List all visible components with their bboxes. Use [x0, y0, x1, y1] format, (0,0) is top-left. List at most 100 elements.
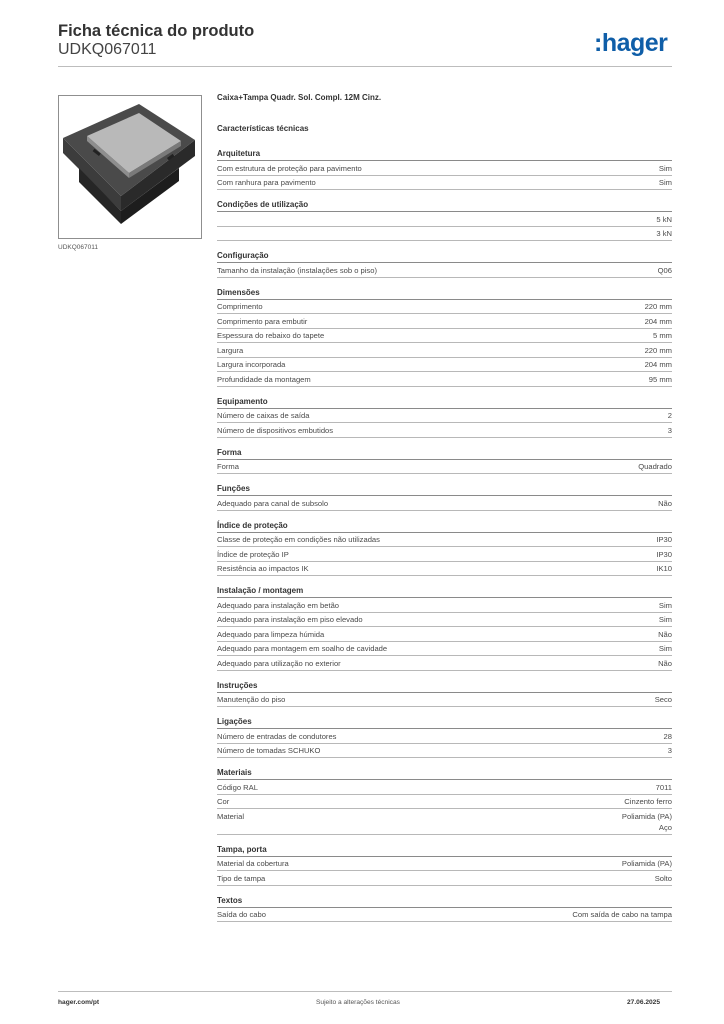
spec-label: Adequado para canal de subsolo	[217, 498, 329, 508]
spec-value: Com saída de cabo na tampa	[572, 910, 672, 919]
spec-label: Manutenção do piso	[217, 695, 286, 704]
section-title: Instalação / montagem	[217, 585, 672, 598]
spec-value: 7011	[655, 782, 672, 792]
spec-row: Com ranhura para pavimento Sim	[217, 176, 672, 190]
spec-value: Não	[658, 498, 672, 508]
footer-divider	[58, 991, 672, 992]
spec-row: Adequado para montagem em soalho de cavi…	[217, 642, 672, 656]
spec-value: Sim	[658, 178, 672, 187]
spec-label: Largura incorporada	[217, 360, 286, 369]
spec-label: Adequado para instalação em piso elevado	[217, 615, 363, 624]
spec-value: Sim	[658, 163, 672, 173]
spec-row: Material da cobertura Poliamida (PA)	[217, 857, 672, 871]
spec-value: Seco	[654, 695, 672, 704]
spec-row: Adequado para instalação em betão Sim	[217, 598, 672, 613]
spec-row: Adequado para limpeza húmida Não	[217, 627, 672, 642]
spec-label: Material	[217, 811, 245, 821]
spec-label: Com ranhura para pavimento	[217, 178, 316, 187]
spec-value: IK10	[656, 564, 672, 573]
section-title: Materiais	[217, 767, 672, 780]
spec-value: 2	[667, 411, 672, 420]
spec-label: Comprimento para embutir	[217, 316, 308, 326]
spec-label: Largura	[217, 345, 244, 355]
spec-value: Sim	[658, 600, 672, 610]
section-title: Dimensões	[217, 287, 672, 300]
spec-label: Cor	[217, 797, 230, 806]
spec-row: 5 kN	[217, 212, 672, 227]
spec-row: Adequado para canal de subsolo Não	[217, 496, 672, 511]
spec-value: Não	[658, 629, 672, 639]
floor-box-product-photo-icon	[63, 104, 195, 224]
spec-value: Poliamida (PA) Aço	[621, 811, 672, 832]
spec-label: Índice de proteção IP	[217, 549, 289, 559]
spec-value: IP30	[656, 535, 672, 544]
spec-row: Com estrutura de proteção para pavimento…	[217, 161, 672, 176]
spec-row: Adequado para instalação em piso elevado…	[217, 613, 672, 627]
spec-value: Q06	[657, 265, 672, 275]
spec-value: 220 mm	[644, 345, 672, 355]
section-title: Equipamento	[217, 396, 672, 409]
specs-content: Caixa+Tampa Quadr. Sol. Compl. 12M Cinz.…	[217, 92, 672, 931]
section-title: Textos	[217, 895, 672, 908]
spec-label: Adequado para montagem em soalho de cavi…	[217, 644, 388, 653]
spec-value: Não	[658, 658, 672, 668]
product-image	[58, 95, 202, 239]
spec-value: 28	[663, 731, 672, 741]
spec-value: 220 mm	[644, 302, 672, 311]
spec-label: Material da cobertura	[217, 859, 289, 868]
spec-label: Número de tomadas SCHUKO	[217, 746, 321, 755]
spec-row: Cor Cinzento ferro	[217, 795, 672, 809]
spec-value: Poliamida (PA)	[621, 859, 672, 868]
spec-row: Número de entradas de condutores 28	[217, 729, 672, 744]
technical-features-heading: Características técnicas	[217, 124, 309, 133]
spec-row: Largura 220 mm	[217, 343, 672, 358]
spec-row: 3 kN	[217, 227, 672, 241]
spec-value: Sim	[658, 644, 672, 653]
spec-value: IP30	[656, 549, 672, 559]
section-title: Tampa, porta	[217, 844, 672, 857]
spec-label: Adequado para instalação em betão	[217, 600, 340, 610]
spec-row: Largura incorporada 204 mm	[217, 358, 672, 372]
spec-value: Cinzento ferro	[624, 797, 672, 806]
spec-label: Classe de proteção em condições não util…	[217, 535, 380, 544]
spec-row: Classe de proteção em condições não util…	[217, 533, 672, 547]
section-title: Funções	[217, 483, 672, 496]
spec-value: 95 mm	[648, 374, 672, 384]
spec-label: Adequado para limpeza húmida	[217, 629, 325, 639]
spec-label: Número de entradas de condutores	[217, 731, 337, 741]
product-reference: UDKQ067011	[58, 41, 157, 58]
spec-row: Tamanho da instalação (instalações sob o…	[217, 263, 672, 278]
image-caption: UDKQ067011	[58, 244, 98, 251]
footer-date: 27.06.2025	[627, 999, 661, 1006]
spec-value: 204 mm	[644, 360, 672, 369]
spec-row: Manutenção do piso Seco	[217, 693, 672, 707]
spec-label: Forma	[217, 462, 239, 471]
spec-value: Quadrado	[638, 462, 672, 471]
spec-value: Solto	[654, 873, 672, 883]
spec-value: 5 kN	[656, 214, 672, 224]
header-divider	[58, 66, 672, 67]
spec-label: Número de caixas de saída	[217, 411, 310, 420]
section-title: Índice de proteção	[217, 520, 672, 533]
footer-notice: Sujeito a alterações técnicas	[316, 999, 400, 1006]
